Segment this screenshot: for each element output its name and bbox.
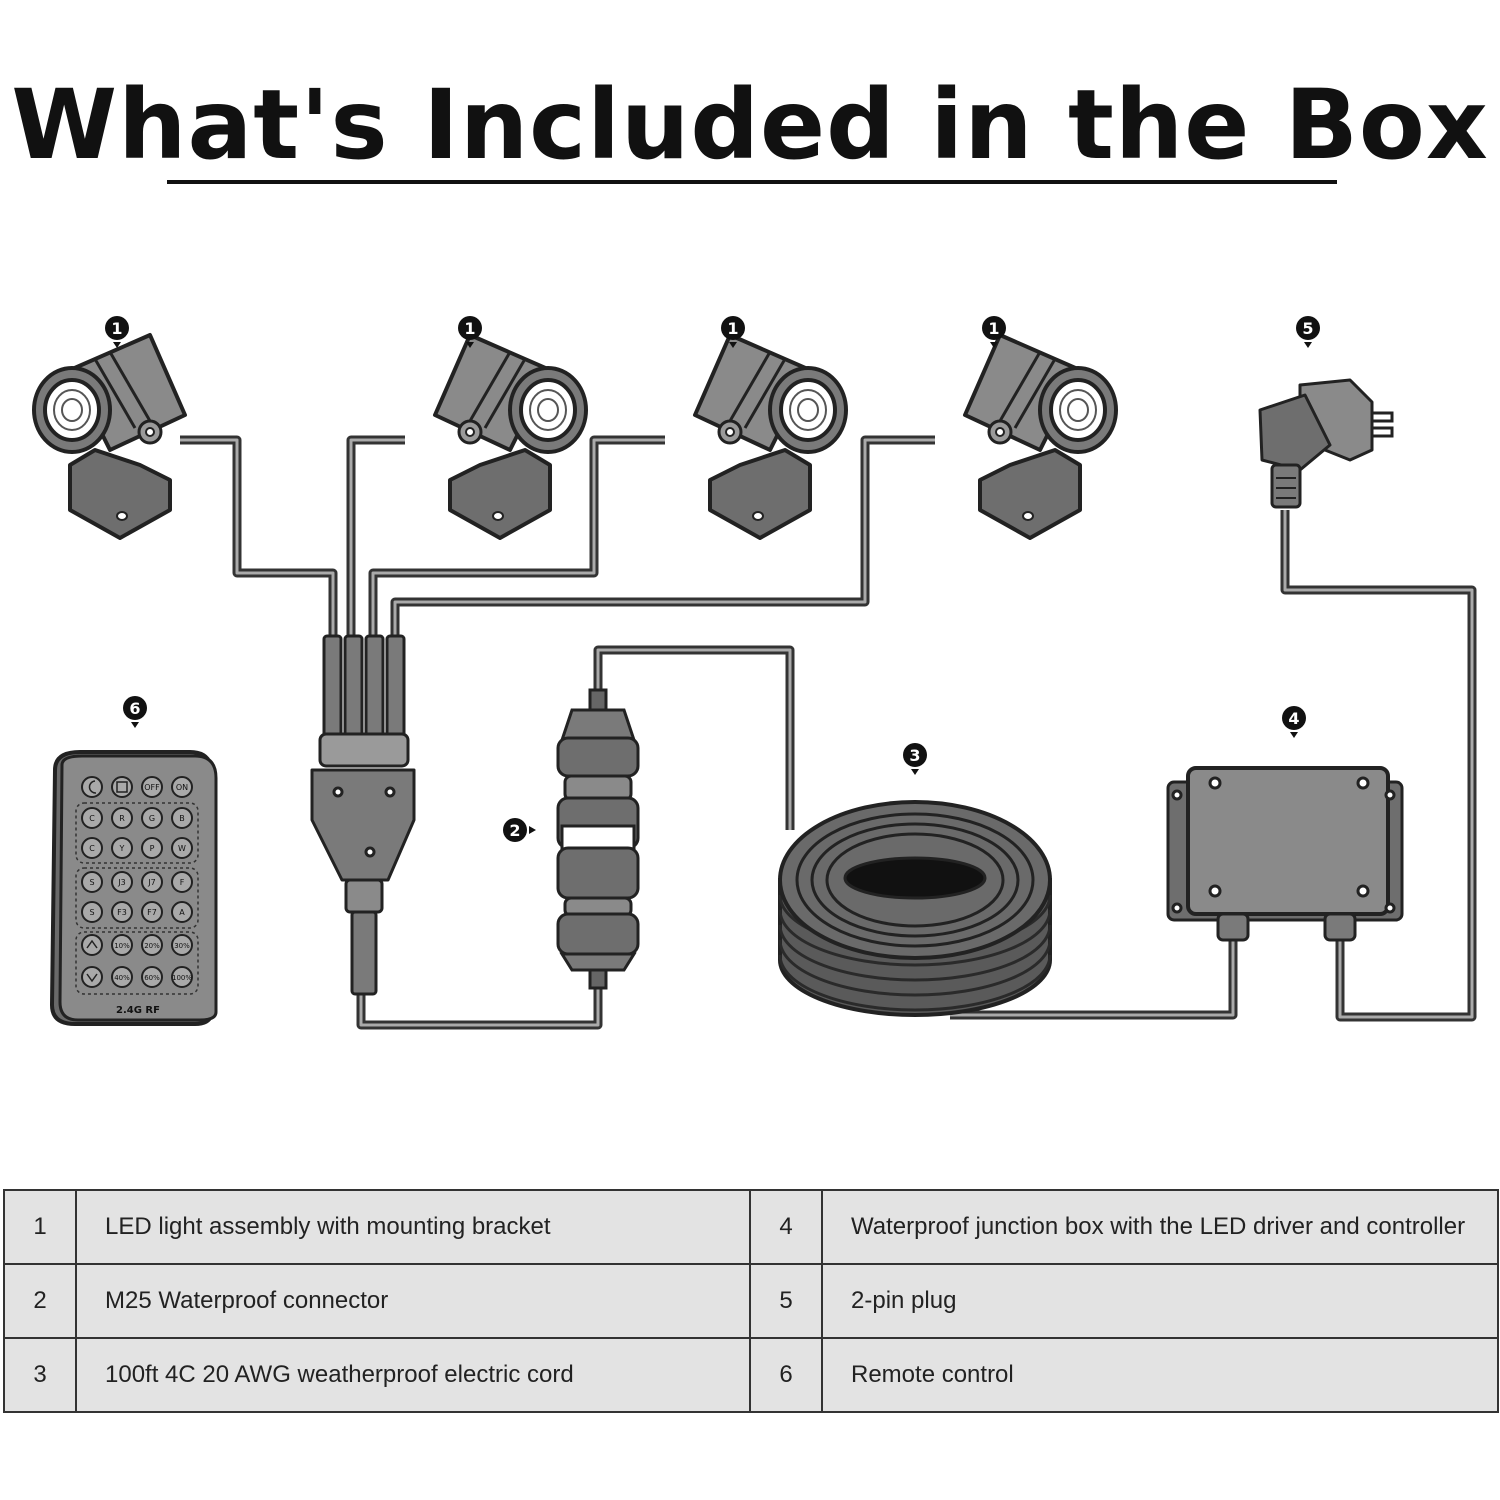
remote-key: R	[119, 814, 125, 823]
remote-key: 10%	[114, 942, 130, 950]
part-number: 4	[749, 1189, 823, 1265]
callout-5: 5	[1296, 316, 1320, 348]
remote-key: B	[179, 814, 185, 823]
remote-key: P	[150, 844, 155, 853]
remote-key: J7	[147, 878, 155, 887]
part-number: 2	[3, 1263, 77, 1339]
parts-table: 1 LED light assembly with mounting brack…	[3, 1189, 1499, 1413]
remote-key: C	[89, 814, 95, 823]
remote-key: F7	[147, 908, 157, 917]
callout-1a: 1	[105, 316, 129, 348]
svg-text:5: 5	[1302, 319, 1313, 338]
part-description: 2-pin plug	[821, 1263, 1499, 1339]
svg-text:1: 1	[988, 319, 999, 338]
callout-markers: 1 1 1 1 5 6 3 4 2	[105, 316, 1320, 842]
led-light-2	[433, 333, 588, 540]
callout-1c: 1	[721, 316, 745, 348]
remote-key: S	[89, 878, 94, 887]
arrow-down-icon	[86, 973, 98, 983]
remote-key: ON	[176, 783, 188, 792]
part-number: 3	[3, 1337, 77, 1413]
title-underline	[167, 180, 1337, 184]
callout-1d: 1	[982, 316, 1006, 348]
svg-text:1: 1	[727, 319, 738, 338]
remote-key: 30%	[174, 942, 190, 950]
remote-control: OFF ON C R G B C Y P W S J3 J7 F S F3 F7…	[49, 750, 218, 1026]
remote-key: OFF	[144, 783, 160, 792]
svg-text:4: 4	[1288, 709, 1299, 728]
led-light-3	[693, 333, 848, 540]
page-title: What's Included in the Box	[11, 69, 1489, 181]
part-number: 6	[749, 1337, 823, 1413]
remote-key: 20%	[144, 942, 160, 950]
svg-text:1: 1	[464, 319, 475, 338]
part-description: 100ft 4C 20 AWG weatherproof electric co…	[75, 1337, 751, 1413]
part-number: 1	[3, 1189, 77, 1265]
remote-key: W	[178, 844, 186, 853]
arrow-up-icon	[86, 939, 98, 949]
remote-key: 60%	[144, 974, 160, 982]
part-description: M25 Waterproof connector	[75, 1263, 751, 1339]
callout-4: 4	[1282, 706, 1306, 738]
part-description: Waterproof junction box with the LED dri…	[821, 1189, 1499, 1265]
part-description: Remote control	[821, 1337, 1499, 1413]
svg-text:6: 6	[129, 699, 140, 718]
led-light-1	[32, 333, 187, 540]
callout-3: 3	[903, 743, 927, 775]
table-row: 1 LED light assembly with mounting brack…	[3, 1189, 1499, 1265]
remote-key: S	[89, 908, 94, 917]
remote-key: C	[89, 844, 95, 853]
table-row: 2 M25 Waterproof connector 5 2-pin plug	[3, 1263, 1499, 1339]
svg-text:3: 3	[909, 746, 920, 765]
callout-6: 6	[123, 696, 147, 728]
led-light-4	[963, 333, 1118, 540]
remote-icons	[86, 780, 128, 983]
callout-1b: 1	[458, 316, 482, 348]
two-pin-plug	[1258, 378, 1394, 509]
remote-key: Y	[119, 844, 125, 853]
part-number: 5	[749, 1263, 823, 1339]
svg-text:2: 2	[509, 821, 520, 840]
remote-key: 40%	[114, 974, 130, 982]
four-way-splitter	[310, 634, 416, 996]
remote-key: A	[179, 908, 185, 917]
m25-waterproof-connector	[556, 688, 640, 990]
moon-icon	[88, 780, 97, 794]
callout-2: 2	[503, 818, 536, 842]
svg-text:1: 1	[111, 319, 122, 338]
remote-key: F	[180, 878, 185, 887]
wiring-diagram: OFF ON C R G B C Y P W S J3 J7 F S F3 F7…	[32, 316, 1477, 1030]
remote-key: 100%	[172, 974, 192, 982]
table-row: 3 100ft 4C 20 AWG weatherproof electric …	[3, 1337, 1499, 1413]
part-description: LED light assembly with mounting bracket	[75, 1189, 751, 1265]
remote-key: F3	[117, 908, 127, 917]
scene-icon	[116, 781, 128, 793]
remote-rf-label: 2.4G RF	[116, 1005, 160, 1016]
waterproof-junction-box	[1166, 766, 1404, 942]
electric-cord-coil	[778, 800, 1052, 1017]
remote-key: J3	[117, 878, 125, 887]
remote-key: G	[149, 814, 155, 823]
